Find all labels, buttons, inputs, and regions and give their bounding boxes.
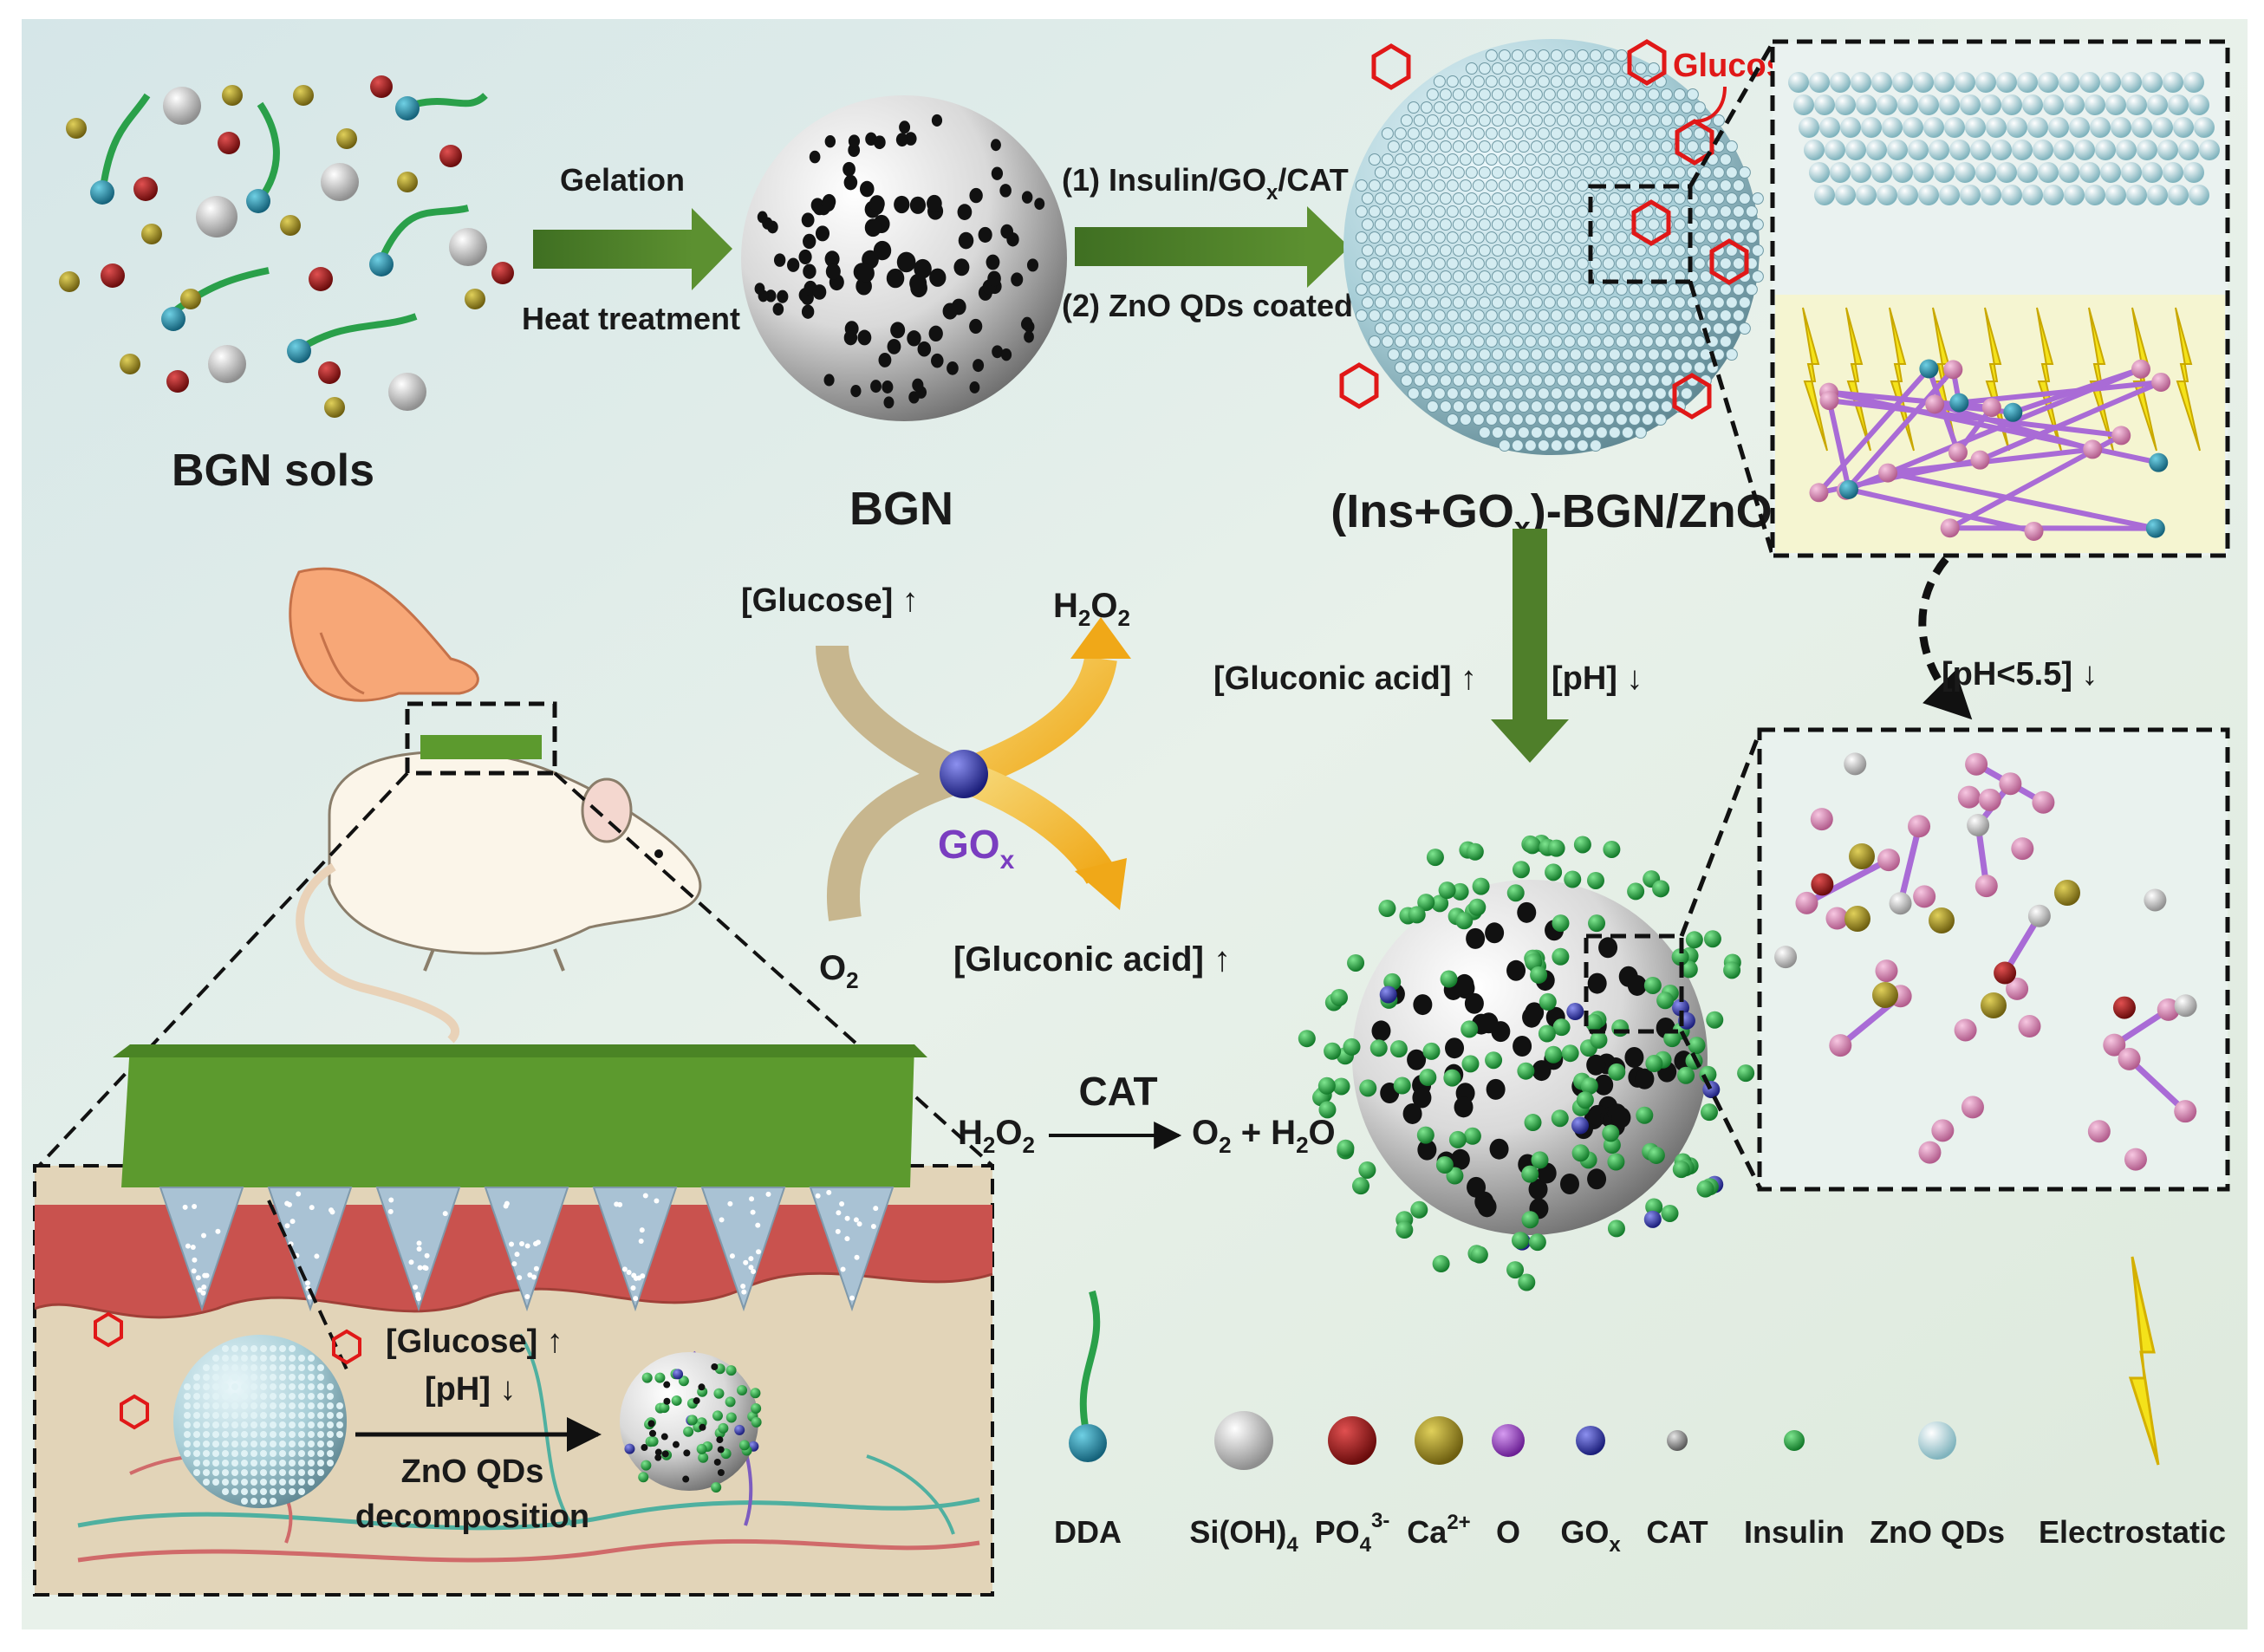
zoom-connector-lines [1688, 42, 1775, 556]
dda-icon [1069, 1424, 1107, 1462]
reaction-glucose-label: [Glucose] ↑ [741, 582, 919, 619]
bgn-sols-label: BGN sols [172, 446, 374, 496]
legend-label: O [1496, 1514, 1520, 1550]
middle-gluconic-acid-label: [Gluconic acid] ↑ [1213, 660, 1477, 697]
oxygen-icon [1492, 1424, 1525, 1457]
patch-zoom-lines [37, 771, 994, 1167]
legend-label: GOx [1560, 1514, 1621, 1557]
skin-zno-sphere [173, 1335, 347, 1508]
zoom-box [1588, 184, 1693, 284]
degraded-sphere [1298, 834, 1755, 1291]
middle-ph-label: [pH] ↓ [1552, 660, 1643, 697]
composite-label: (Ins+GOx)-BGN/ZnO [1330, 485, 1772, 544]
glucose-hexagons-top [1339, 39, 1749, 420]
dda-chain [1079, 1290, 1101, 1440]
legend-label: CAT [1646, 1514, 1708, 1550]
legend-label: DDA [1054, 1514, 1122, 1550]
skin-glucose-label: [Glucose] ↑ [386, 1324, 563, 1360]
microneedle-patch-base [113, 1044, 927, 1187]
legend-label: Ca2+ [1407, 1511, 1470, 1550]
patch-zoom-box [405, 701, 557, 776]
legend-label: Insulin [1744, 1514, 1844, 1550]
insulin-icon [1784, 1430, 1805, 1451]
cat-products-label: O2 + H2O [1192, 1114, 1336, 1158]
ph-threshold-label: [pH<5.5] ↓ [1942, 656, 2098, 693]
zno-coated-sphere [1343, 39, 1764, 455]
skin-zno-line1: ZnO QDs [401, 1454, 544, 1490]
bgn-label: BGN [849, 483, 953, 535]
legend-label: Si(OH)4 [1189, 1514, 1298, 1557]
zno-qds-icon [1918, 1421, 1956, 1460]
gelation-arrow [533, 208, 732, 290]
hand-icon [289, 567, 479, 702]
gelation-label: Gelation [560, 162, 685, 198]
reaction-o2-label: O2 [819, 949, 859, 993]
skin-degraded-sphere [620, 1352, 762, 1493]
acid-release-arrow [1491, 529, 1569, 763]
gox-icon [1576, 1426, 1605, 1455]
cat-label: CAT [1078, 1069, 1157, 1114]
po4-icon [1328, 1416, 1376, 1465]
gox-enzyme [940, 750, 988, 798]
loading-arrow [1075, 206, 1350, 288]
skin-ph-label: [pH] ↓ [425, 1371, 517, 1408]
ca-icon [1415, 1416, 1463, 1465]
gox-reaction-scheme [816, 617, 1131, 921]
microneedle-patch-on-mouse [420, 735, 542, 759]
legend-label: Electrostatic [2039, 1514, 2226, 1550]
reaction-h2o2-label: H2O2 [1053, 587, 1130, 631]
skin-glucose-hexagons [94, 1311, 361, 1430]
step2-label: (2) ZnO QDs coated [1062, 288, 1353, 323]
reaction-gluconic-acid-label: [Gluconic acid] ↑ [953, 940, 1231, 979]
skin-zno-line2: decomposition [355, 1499, 589, 1535]
heat-treatment-label: Heat treatment [522, 301, 740, 336]
legend: DDA Si(OH)4 PO43- Ca2+ O GOx CAT Insulin ZnO QDs… [1054, 1256, 2226, 1557]
legend-label: PO43- [1315, 1509, 1390, 1557]
step1-label: (1) Insulin/GOx/CAT [1062, 162, 1349, 205]
bgn-sphere [741, 95, 1067, 421]
mouse-icon [296, 751, 702, 1044]
electrostatic-icon [2128, 1256, 2160, 1466]
cat-h2o2-label: H2O2 [958, 1114, 1035, 1158]
zno-layer-zoom-panel [1770, 39, 2230, 558]
microneedles [159, 1187, 895, 1312]
ph-dashed-arrow [1918, 556, 1973, 720]
degraded-structure-panel [1757, 727, 2230, 1192]
reaction-gox-label: GOx [938, 822, 1015, 875]
cat-icon [1667, 1430, 1688, 1451]
degraded-zoom-lines [1679, 732, 1762, 1189]
bgn-sols-cluster [59, 75, 514, 418]
legend-label: ZnO QDs [1870, 1514, 2005, 1550]
si-oh-4-icon [1214, 1411, 1273, 1470]
